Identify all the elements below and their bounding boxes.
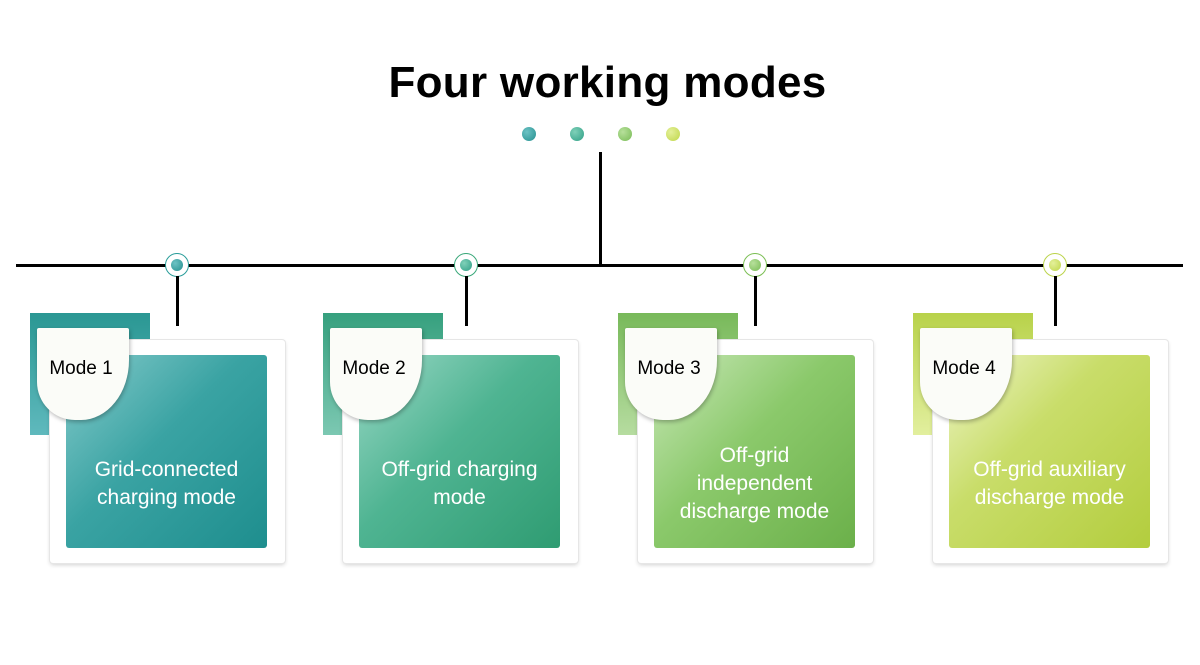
node-connector-2 [465,276,468,326]
mode-card-2: Off-grid charging mode Mode 2 [323,313,583,563]
node-connector-1 [176,276,179,326]
timeline-node-1 [165,253,189,277]
dot-1 [522,127,536,141]
node-connector-4 [1054,276,1057,326]
timeline-line [16,264,1183,267]
node-core [1049,259,1061,271]
mode-description: Off-grid independent discharge mode [654,355,855,548]
dot-4 [666,127,680,141]
mode-label: Mode 4 [932,358,996,379]
node-core [749,259,761,271]
timeline-node-3 [743,253,767,277]
decorative-dots [0,127,1200,143]
timeline-node-4 [1043,253,1067,277]
node-core [460,259,472,271]
mode-card-1: Grid-connected charging mode Mode 1 [30,313,290,563]
timeline-node-2 [454,253,478,277]
mode-description: Grid-connected charging mode [66,355,267,548]
dot-3 [618,127,632,141]
mode-label: Mode 2 [342,358,406,379]
dot-2 [570,127,584,141]
node-core [171,259,183,271]
center-connector [599,152,602,267]
mode-card-3: Off-grid independent discharge mode Mode… [618,313,878,563]
mode-label: Mode 3 [637,358,701,379]
node-connector-3 [754,276,757,326]
mode-label: Mode 1 [49,358,113,379]
page-title: Four working modes [388,58,827,107]
mode-card-4: Off-grid auxiliary discharge mode Mode 4 [913,313,1173,563]
